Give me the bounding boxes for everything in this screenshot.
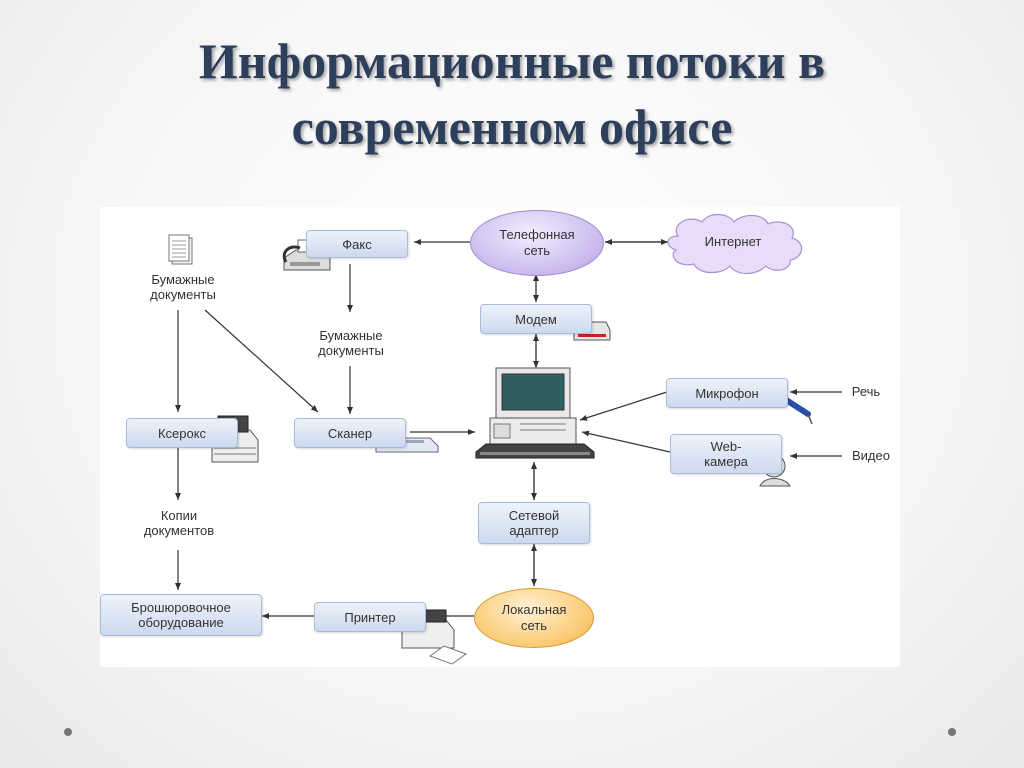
arrow-paper-to-scanner-diag (204, 309, 319, 413)
slide-title: Информационные потоки в современном офис… (0, 28, 1024, 160)
phone-network-line-2: сеть (523, 243, 550, 258)
arrow-cam-to-pc (581, 430, 671, 453)
scanner-label: Сканер (327, 425, 373, 441)
paper-docs-mid-line-1: Бумажные (319, 328, 383, 343)
modem-label: Модем (515, 311, 557, 327)
printer-label: Принтер (344, 609, 396, 625)
title-line-2: современном офисе (291, 99, 733, 155)
microphone-label: Микрофон (695, 385, 759, 401)
modem-box: Модем (480, 304, 592, 334)
arrow-mic-to-pc (579, 391, 668, 421)
binding-box: Брошюровочное оборудование (100, 594, 262, 636)
internet-label: Интернет (704, 234, 762, 249)
paper-docs-mid: Бумажные документы (296, 328, 406, 358)
title-line-1: Информационные потоки в (198, 33, 826, 89)
microphone-box: Микрофон (666, 378, 788, 408)
printer-box: Принтер (314, 602, 426, 632)
paper-docs-mid-line-2: документы (318, 343, 384, 358)
speech-label: Речь (851, 384, 881, 399)
fax-label: Факс (342, 236, 372, 252)
slide-dot-left (64, 728, 72, 736)
phone-network-line-1: Телефонная (499, 227, 575, 242)
video-label: Видео (852, 448, 890, 463)
copies-line-2: документов (143, 523, 215, 538)
paper-docs-left-line-1: Бумажные (151, 272, 215, 287)
scanner-box: Сканер (294, 418, 406, 448)
paper-docs-left-line-2: документы (150, 287, 216, 302)
webcam-line-2: камера (704, 454, 748, 469)
slide-dot-right (948, 728, 956, 736)
network-adapter-line-2: адаптер (509, 523, 559, 538)
binding-line-1: Брошюровочное (131, 600, 231, 615)
network-adapter-box: Сетевой адаптер (478, 502, 590, 544)
webcam-line-1: Web- (710, 439, 742, 454)
internet-cloud-shape (667, 213, 803, 275)
lan-line-2: сеть (520, 618, 548, 633)
xerox-label: Ксерокс (157, 425, 207, 441)
lan-ellipse: Локальная сеть (474, 588, 594, 648)
network-adapter-line-1: Сетевой (508, 508, 560, 523)
fax-box: Факс (306, 230, 408, 258)
copies-label: Копии документов (124, 508, 234, 538)
phone-network-ellipse: Телефонная сеть (470, 210, 604, 276)
computer-icon (475, 367, 595, 459)
webcam-box: Web- камера (670, 434, 782, 474)
paper-docs-left: Бумажные документы (128, 272, 238, 302)
binding-line-2: оборудование (138, 615, 224, 630)
lan-line-1: Локальная (501, 602, 567, 617)
paper-stack-icon (168, 234, 193, 265)
xerox-box: Ксерокс (126, 418, 238, 448)
copies-line-1: Копии (160, 508, 198, 523)
